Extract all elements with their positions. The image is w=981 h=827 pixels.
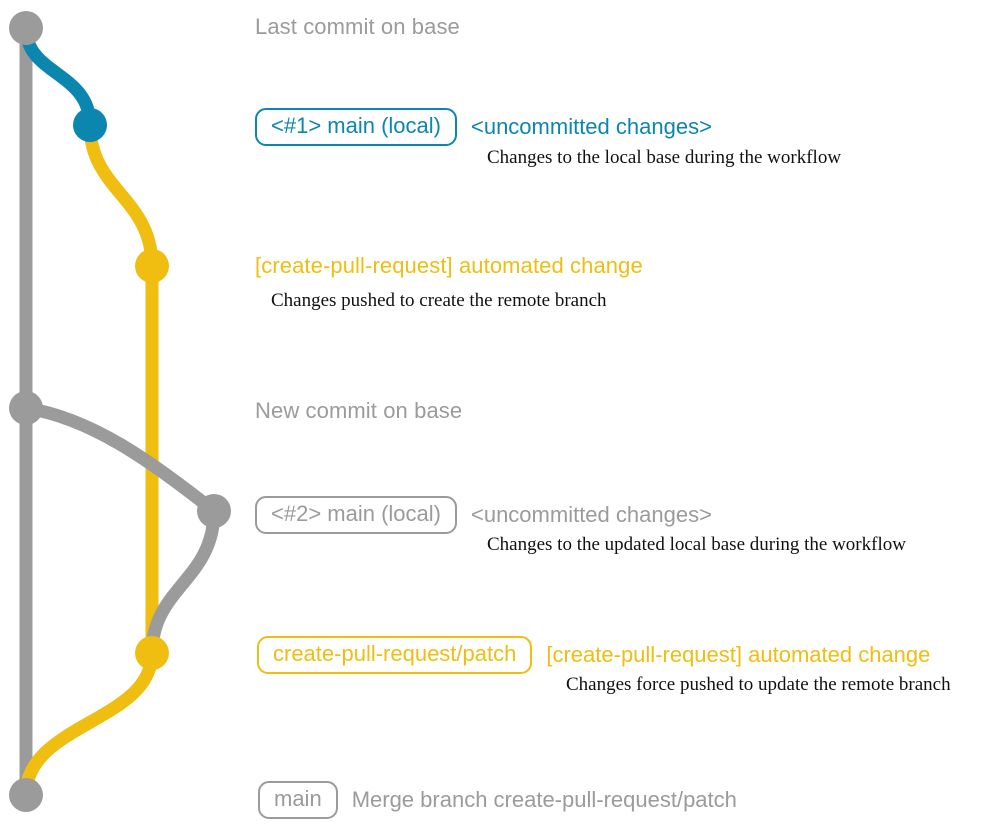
edge-patch-2-to-merge: [19, 646, 159, 802]
label-last-commit-on-base: Last commit on base: [255, 14, 460, 39]
branch-badge-main[interactable]: main: [258, 781, 338, 819]
desc-local-1: Changes to the local base during the wor…: [487, 147, 842, 168]
branch-badge-local-1[interactable]: <#1> main (local): [255, 108, 457, 146]
branch-badge-patch[interactable]: create-pull-request/patch: [257, 636, 533, 674]
node-base-new[interactable]: [9, 391, 43, 425]
edge-base-to-local-1: [19, 21, 97, 132]
node-local-1[interactable]: [73, 108, 107, 142]
row-merge: main Merge branch create-pull-request/pa…: [258, 781, 737, 819]
row-local-2: <#2> main (local) <uncommitted changes>: [255, 496, 712, 534]
desc-local-2: Changes to the updated local base during…: [487, 534, 906, 555]
edge-base-to-local-2: [19, 401, 221, 518]
node-local-2[interactable]: [197, 494, 231, 528]
label-merge-commit: Merge branch create-pull-request/patch: [351, 787, 737, 812]
label-automated-change-1: [create-pull-request] automated change: [255, 253, 643, 278]
git-commit-graph: [9, 11, 231, 812]
desc-automated-change-1: Changes pushed to create the remote bran…: [271, 290, 607, 311]
node-merge[interactable]: [9, 778, 43, 812]
label-new-commit-on-base: New commit on base: [255, 398, 463, 423]
row-local-1: <#1> main (local) <uncommitted changes>: [255, 108, 712, 146]
node-patch-1[interactable]: [135, 249, 169, 283]
row-automated-change-2: create-pull-request/patch [create-pull-r…: [257, 636, 930, 674]
label-uncommitted-changes-1: <uncommitted changes>: [470, 114, 712, 139]
node-patch-2[interactable]: [135, 636, 169, 670]
node-base-top[interactable]: [9, 11, 43, 45]
desc-automated-change-2: Changes force pushed to update the remot…: [566, 674, 951, 695]
branch-badge-local-2[interactable]: <#2> main (local): [255, 496, 457, 534]
edge-local-1-to-patch-1: [83, 118, 159, 273]
edge-local-2-to-patch-2: [145, 504, 221, 660]
label-automated-change-2: [create-pull-request] automated change: [546, 642, 931, 667]
label-uncommitted-changes-2: <uncommitted changes>: [470, 502, 712, 527]
